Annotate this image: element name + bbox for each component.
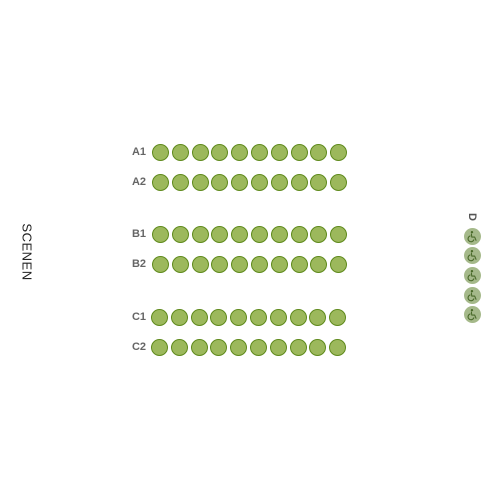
seat-c1-3[interactable] bbox=[190, 308, 208, 326]
seat-b1-8[interactable] bbox=[290, 225, 308, 243]
seat-d-4[interactable] bbox=[464, 287, 481, 304]
seat-c2-8[interactable] bbox=[289, 338, 307, 356]
seat-c2-4[interactable] bbox=[210, 338, 228, 356]
seat-a1-7[interactable] bbox=[270, 143, 288, 161]
seat-a1-6[interactable] bbox=[251, 143, 268, 161]
seat-b1-2[interactable] bbox=[171, 225, 189, 243]
seat-c2-10[interactable] bbox=[329, 338, 347, 356]
row-label-b1: B1 bbox=[131, 228, 146, 240]
seat-c2-2[interactable] bbox=[170, 338, 188, 356]
seat-c2-9[interactable] bbox=[309, 338, 327, 356]
seat-c1-9[interactable] bbox=[309, 308, 327, 326]
seat-d-5[interactable] bbox=[464, 306, 481, 323]
seat-a2-6[interactable] bbox=[251, 173, 268, 191]
seat-c1-7[interactable] bbox=[269, 308, 287, 326]
seat-b1-1[interactable] bbox=[152, 225, 169, 243]
row-label-a2: A2 bbox=[131, 176, 146, 188]
seat-b2-7[interactable] bbox=[270, 255, 288, 273]
seat-c1-6[interactable] bbox=[250, 308, 267, 326]
row-label-c1: C1 bbox=[131, 311, 146, 323]
row-label-a1: A1 bbox=[131, 146, 146, 158]
wheelchair-icon bbox=[467, 289, 477, 302]
seat-c2-6[interactable] bbox=[250, 338, 267, 356]
seat-d-3[interactable] bbox=[464, 267, 481, 284]
seat-c1-8[interactable] bbox=[289, 308, 307, 326]
seat-c2-5[interactable] bbox=[230, 338, 248, 356]
seat-b1-3[interactable] bbox=[191, 225, 209, 243]
seat-b1-7[interactable] bbox=[270, 225, 288, 243]
seat-c1-10[interactable] bbox=[329, 308, 347, 326]
seat-a1-9[interactable] bbox=[310, 143, 328, 161]
seat-a2-2[interactable] bbox=[171, 173, 189, 191]
seat-c1-1[interactable] bbox=[151, 308, 168, 326]
seat-a2-4[interactable] bbox=[211, 173, 229, 191]
wheelchair-icon bbox=[467, 269, 477, 282]
seat-b1-6[interactable] bbox=[251, 225, 268, 243]
seat-a1-1[interactable] bbox=[152, 143, 169, 161]
seat-b2-4[interactable] bbox=[211, 255, 229, 273]
seat-a2-5[interactable] bbox=[231, 173, 249, 191]
seat-c1-2[interactable] bbox=[170, 308, 188, 326]
seat-a2-9[interactable] bbox=[310, 173, 328, 191]
seat-a2-1[interactable] bbox=[152, 173, 169, 191]
seat-a1-10[interactable] bbox=[330, 143, 348, 161]
seat-a2-10[interactable] bbox=[330, 173, 348, 191]
seat-c2-1[interactable] bbox=[151, 338, 168, 356]
seat-a1-2[interactable] bbox=[171, 143, 189, 161]
stage-label: SCENEN bbox=[19, 223, 35, 281]
seat-b2-1[interactable] bbox=[152, 255, 169, 273]
seat-b1-10[interactable] bbox=[330, 225, 348, 243]
seat-c2-3[interactable] bbox=[190, 338, 208, 356]
seat-a1-4[interactable] bbox=[211, 143, 229, 161]
seat-b1-5[interactable] bbox=[231, 225, 249, 243]
seat-a1-8[interactable] bbox=[290, 143, 308, 161]
seat-b2-9[interactable] bbox=[310, 255, 328, 273]
seat-d-2[interactable] bbox=[464, 247, 481, 264]
wheelchair-icon bbox=[467, 308, 477, 321]
seat-a2-3[interactable] bbox=[191, 173, 209, 191]
seat-b2-10[interactable] bbox=[330, 255, 348, 273]
seat-c1-4[interactable] bbox=[210, 308, 228, 326]
row-label-c2: C2 bbox=[131, 341, 146, 353]
seat-b1-4[interactable] bbox=[211, 225, 229, 243]
seat-a2-8[interactable] bbox=[290, 173, 308, 191]
seat-c1-5[interactable] bbox=[230, 308, 248, 326]
seat-a1-5[interactable] bbox=[231, 143, 249, 161]
wheelchair-icon bbox=[467, 230, 477, 243]
seat-b2-3[interactable] bbox=[191, 255, 209, 273]
seat-b2-8[interactable] bbox=[290, 255, 308, 273]
seat-c2-7[interactable] bbox=[269, 338, 287, 356]
seat-d-1[interactable] bbox=[464, 228, 481, 245]
seat-a2-7[interactable] bbox=[270, 173, 288, 191]
row-label-d: D bbox=[466, 213, 478, 221]
wheelchair-icon bbox=[467, 249, 477, 262]
seat-a1-3[interactable] bbox=[191, 143, 209, 161]
seat-b1-9[interactable] bbox=[310, 225, 328, 243]
seat-b2-6[interactable] bbox=[251, 255, 268, 273]
seat-b2-5[interactable] bbox=[231, 255, 249, 273]
row-label-b2: B2 bbox=[131, 258, 146, 270]
seat-b2-2[interactable] bbox=[171, 255, 189, 273]
